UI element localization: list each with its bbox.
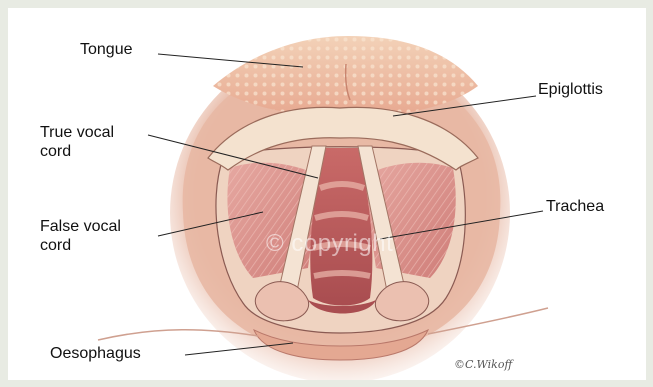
label-trachea: Trachea — [546, 197, 604, 216]
label-false-vocal-cord-line1: False vocal — [40, 217, 121, 236]
label-false-vocal-cord-line2: cord — [40, 236, 121, 255]
label-true-vocal-cord: True vocal cord — [40, 123, 114, 161]
larynx-illustration — [8, 8, 646, 380]
label-oesophagus: Oesophagus — [50, 344, 141, 363]
diagram-panel: © copyright ©C.Wikoff Tongue Epiglottis … — [8, 8, 646, 380]
copyright-watermark: © copyright — [266, 230, 393, 258]
artist-signature: ©C.Wikoff — [454, 358, 512, 371]
label-epiglottis: Epiglottis — [538, 80, 603, 99]
label-true-vocal-cord-line1: True vocal — [40, 123, 114, 142]
label-false-vocal-cord: False vocal cord — [40, 217, 121, 255]
label-true-vocal-cord-line2: cord — [40, 142, 114, 161]
label-tongue: Tongue — [80, 40, 133, 59]
